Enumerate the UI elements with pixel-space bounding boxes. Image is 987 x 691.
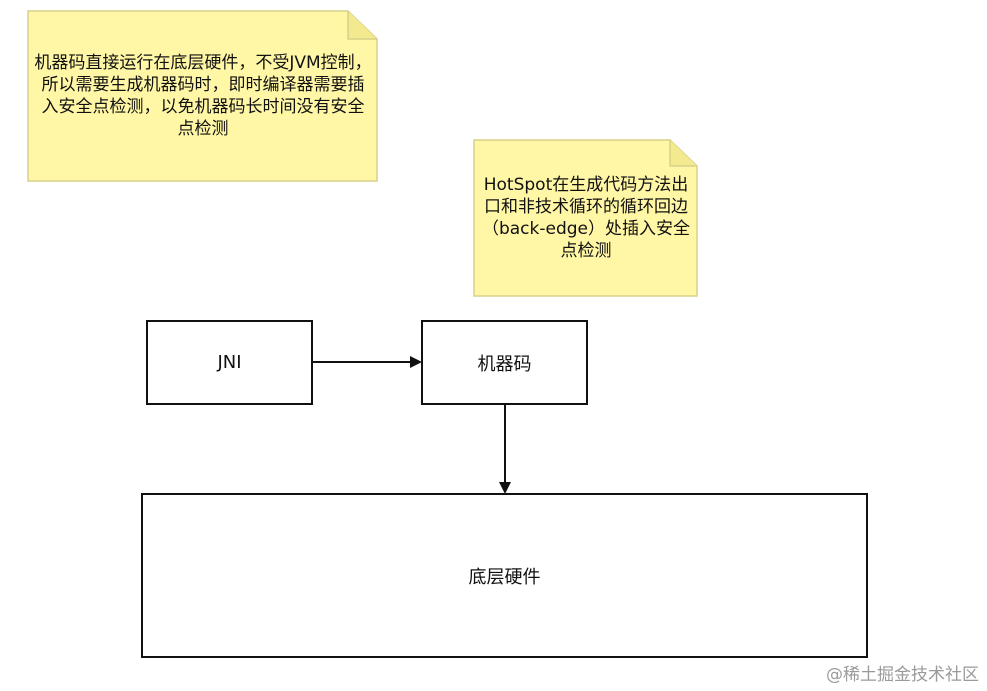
hardware-label: 底层硬件 — [468, 566, 541, 588]
note-jit-safepoint — [27, 10, 378, 182]
note-jit-safepoint-text: 机器码直接运行在底层硬件，不受JVM控制，所以需要生成机器码时，即时编译器需要插… — [34, 53, 372, 139]
jni-label: JNI — [217, 352, 242, 373]
machine-code-label: 机器码 — [477, 353, 532, 375]
hardware-box — [141, 493, 868, 658]
watermark-text: @稀土掘金技术社区 — [826, 665, 979, 685]
note-hotspot-safepoint — [473, 139, 698, 297]
note-hotspot-safepoint-text: HotSpot在生成代码方法出口和非技术循环的循环回边（back-edge）处插… — [481, 175, 691, 261]
machine-code-box — [421, 320, 588, 405]
